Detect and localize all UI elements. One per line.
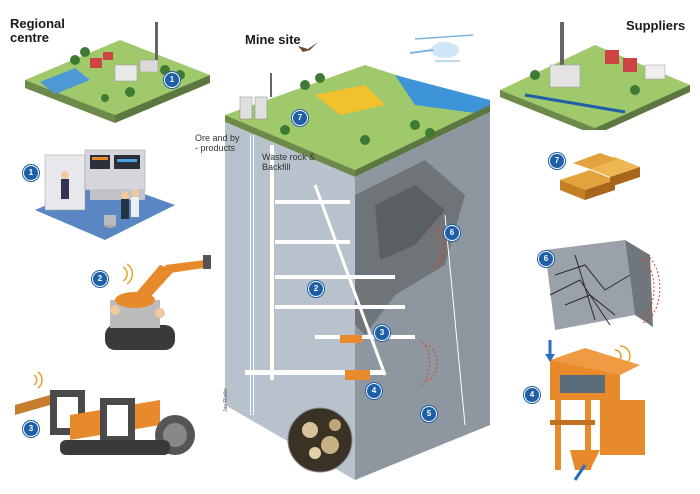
gold-bars-illustration (560, 153, 640, 200)
illustrator-credit: Jan Rüdlin (223, 388, 229, 412)
badge-shaft-2: 2 (308, 281, 324, 297)
badge-mine-tile: 7 (292, 110, 308, 126)
badge-robot-arm: 2 (92, 271, 108, 287)
bird-icon (298, 42, 318, 52)
badge-ore-plant: 4 (524, 387, 540, 403)
badge-control-room: 1 (23, 165, 39, 181)
badge-shaft-4: 4 (366, 383, 382, 399)
waste-rock-label: Waste rock & Backfill (262, 152, 316, 172)
robot-arm-machine (105, 255, 211, 350)
badge-ore-sample: 5 (421, 406, 437, 422)
badge-regional-tile: 1 (164, 72, 180, 88)
badge-shaft-3: 3 (374, 325, 390, 341)
suppliers-tile (500, 22, 690, 130)
regional-centre-heading: Regional centre (10, 16, 65, 45)
rock-block-illustration (545, 240, 661, 330)
badge-rock-block: 6 (538, 251, 554, 267)
helicopter-illustration (409, 34, 474, 62)
suppliers-heading: Suppliers (626, 18, 686, 33)
badge-gold-bars: 7 (549, 153, 565, 169)
mine-cross-section (225, 65, 490, 480)
badge-seismic-right: 6 (444, 225, 460, 241)
mine-site-heading: Mine site (245, 32, 301, 47)
badge-crusher: 3 (23, 421, 39, 437)
ore-plant-illustration (545, 340, 645, 481)
control-room-illustration (35, 149, 175, 240)
ore-byproducts-label: Ore and by - products (195, 133, 240, 153)
regional-centre-tile (25, 22, 210, 123)
crusher-machine (15, 371, 195, 455)
